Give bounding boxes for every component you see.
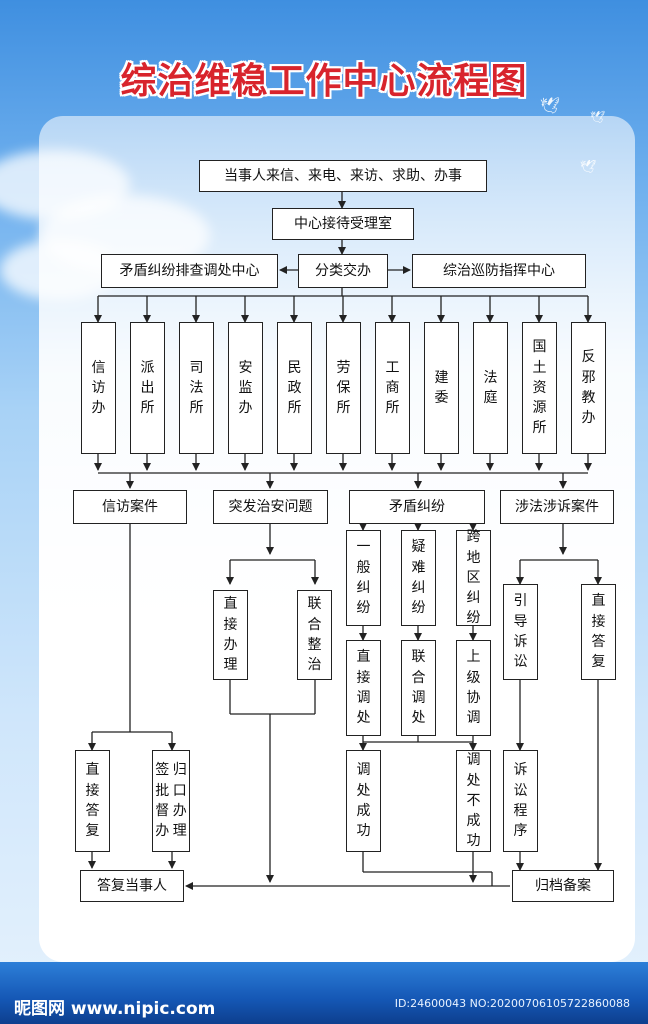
department-label: 信访办 [91, 359, 106, 417]
department-label: 建委 [434, 369, 449, 406]
department-label: 劳保所 [336, 359, 351, 417]
department-box: 劳保所 [326, 322, 361, 454]
joint-rectify-box: 联合整治 [297, 590, 332, 680]
lawsuit-case-box: 涉法涉诉案件 [500, 490, 614, 524]
department-box: 司法所 [179, 322, 214, 454]
guide-litigation-label: 引导诉讼 [513, 593, 528, 671]
sign-supervise-label: 签批督办 [155, 762, 170, 840]
dispute-box: 矛盾纠纷 [349, 490, 485, 524]
department-label: 民政所 [287, 359, 302, 417]
patrol-center-box: 综治巡防指挥中心 [412, 254, 586, 288]
department-label: 国土资源所 [532, 339, 547, 437]
department-box: 法庭 [473, 322, 508, 454]
dove-icon: 🕊 [540, 96, 561, 115]
department-box: 派出所 [130, 322, 165, 454]
reception-room-box: 中心接待受理室 [272, 208, 414, 240]
assign-box: 分类交办 [298, 254, 388, 288]
mediation-fail-label: 调处不成功 [466, 752, 481, 850]
direct-handle-label: 直接办理 [223, 596, 238, 674]
department-label: 派出所 [140, 359, 155, 417]
security-issue-box: 突发治安问题 [213, 490, 328, 524]
mediation-success-box: 调处成功 [346, 750, 381, 852]
watermark-id: ID:24600043 NO:20200706105722860088 [394, 997, 630, 1010]
lawsuit-direct-reply-label: 直接答复 [591, 593, 606, 671]
department-box: 反邪教办 [571, 322, 606, 454]
assign-handle-label: 归口办理 [172, 762, 187, 840]
general-dispute-box: 一般纠纷 [346, 530, 381, 626]
difficult-dispute-box: 疑难纠纷 [401, 530, 436, 626]
supervise-assign-box: 签批督办 归口办理 [152, 750, 190, 852]
petition-direct-reply-label: 直接答复 [85, 762, 100, 840]
direct-mediate-box: 直接调处 [346, 640, 381, 736]
department-box: 国土资源所 [522, 322, 557, 454]
department-label: 安监办 [238, 359, 253, 417]
intake-box: 当事人来信、来电、来访、求助、办事 [199, 160, 487, 192]
lawsuit-direct-reply-box: 直接答复 [581, 584, 616, 680]
cross-region-dispute-box: 跨地区纠纷 [456, 529, 491, 627]
joint-mediate-box: 联合调处 [401, 640, 436, 736]
superior-coordinate-box: 上级协调 [456, 640, 491, 736]
petition-direct-reply-box: 直接答复 [75, 750, 110, 852]
direct-mediate-label: 直接调处 [356, 649, 371, 727]
cross-region-dispute-label: 跨地区纠纷 [466, 529, 481, 627]
department-box: 民政所 [277, 322, 312, 454]
joint-mediate-label: 联合调处 [411, 649, 426, 727]
difficult-dispute-label: 疑难纠纷 [411, 539, 426, 617]
watermark-site: 昵图网 www.nipic.com [14, 999, 216, 1019]
department-box: 建委 [424, 322, 459, 454]
department-label: 司法所 [189, 359, 204, 417]
reply-party-box: 答复当事人 [80, 870, 184, 902]
litigation-procedure-label: 诉讼程序 [513, 762, 528, 840]
department-label: 反邪教办 [581, 349, 596, 427]
direct-handle-box: 直接办理 [213, 590, 248, 680]
superior-coordinate-label: 上级协调 [466, 649, 481, 727]
petition-case-box: 信访案件 [73, 490, 187, 524]
department-label: 工商所 [385, 359, 400, 417]
department-label: 法庭 [483, 369, 498, 406]
department-box: 信访办 [81, 322, 116, 454]
department-box: 工商所 [375, 322, 410, 454]
mediation-success-label: 调处成功 [356, 762, 371, 840]
department-box: 安监办 [228, 322, 263, 454]
guide-litigation-box: 引导诉讼 [503, 584, 538, 680]
footer-band [0, 962, 648, 1024]
general-dispute-label: 一般纠纷 [356, 539, 371, 617]
page-title: 综治维稳工作中心流程图 [120, 61, 528, 102]
mediation-fail-box: 调处不成功 [456, 750, 491, 852]
litigation-procedure-box: 诉讼程序 [503, 750, 538, 852]
joint-rectify-label: 联合整治 [307, 596, 322, 674]
archive-box: 归档备案 [512, 870, 614, 902]
dispute-center-box: 矛盾纠纷排查调处中心 [101, 254, 278, 288]
